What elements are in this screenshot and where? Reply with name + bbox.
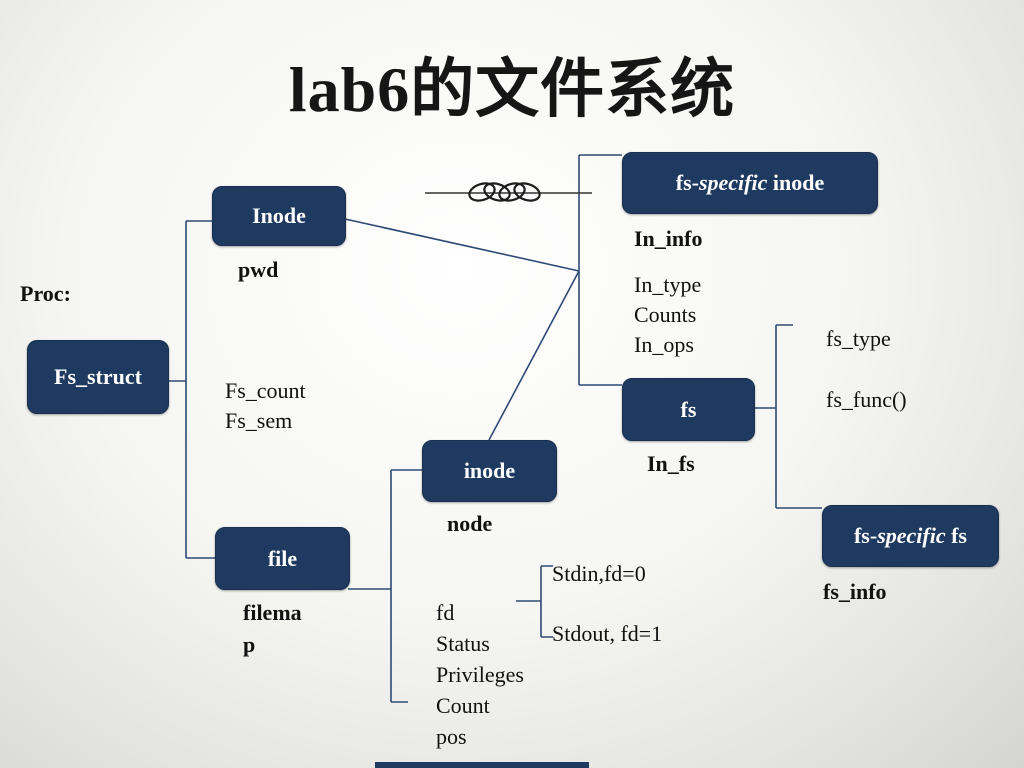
label-stdout: Stdout, fd=1 bbox=[552, 621, 663, 646]
box-label: fs-specific inode bbox=[675, 170, 825, 195]
label-fs-func: fs_func() bbox=[826, 387, 907, 412]
box-label: Fs_struct bbox=[54, 364, 142, 389]
slide-title: lab6的文件系统 bbox=[288, 54, 736, 125]
label-in-info: In_info bbox=[634, 226, 703, 251]
chain-ornament-icon bbox=[468, 182, 541, 202]
label-fd-fields: fd Status Privileges Count pos bbox=[436, 600, 524, 749]
box-label: file bbox=[267, 545, 298, 571]
box-file: file bbox=[215, 527, 350, 590]
box-fs-struct: Fs_struct bbox=[27, 340, 169, 414]
box-label: Inode bbox=[252, 203, 306, 228]
label-filemap: filema p bbox=[243, 600, 302, 657]
label-stdin: Stdin,fd=0 bbox=[552, 561, 646, 586]
label-node: node bbox=[447, 511, 493, 536]
label-pwd: pwd bbox=[238, 257, 279, 282]
box-label: fs-specific fs bbox=[853, 523, 967, 548]
box-fs-specific-inode: fs-specific inode bbox=[622, 152, 878, 214]
box-fs-specific-fs: fs-specific fs bbox=[822, 505, 999, 567]
box-inode-capital: Inode bbox=[212, 186, 346, 246]
footer-bar bbox=[375, 762, 589, 768]
box-inode: inode bbox=[422, 440, 557, 502]
box-label: fs bbox=[680, 396, 697, 422]
label-in-fields: In_type Counts In_ops bbox=[634, 272, 702, 357]
label-fs-type: fs_type bbox=[826, 326, 891, 351]
label-fs-info: fs_info bbox=[823, 579, 887, 604]
label-in-fs: In_fs bbox=[647, 451, 695, 476]
box-label: inode bbox=[463, 458, 516, 483]
box-fs: fs bbox=[622, 378, 755, 441]
label-proc: Proc: bbox=[20, 281, 71, 306]
label-fs-count-sem: Fs_count Fs_sem bbox=[225, 378, 306, 433]
